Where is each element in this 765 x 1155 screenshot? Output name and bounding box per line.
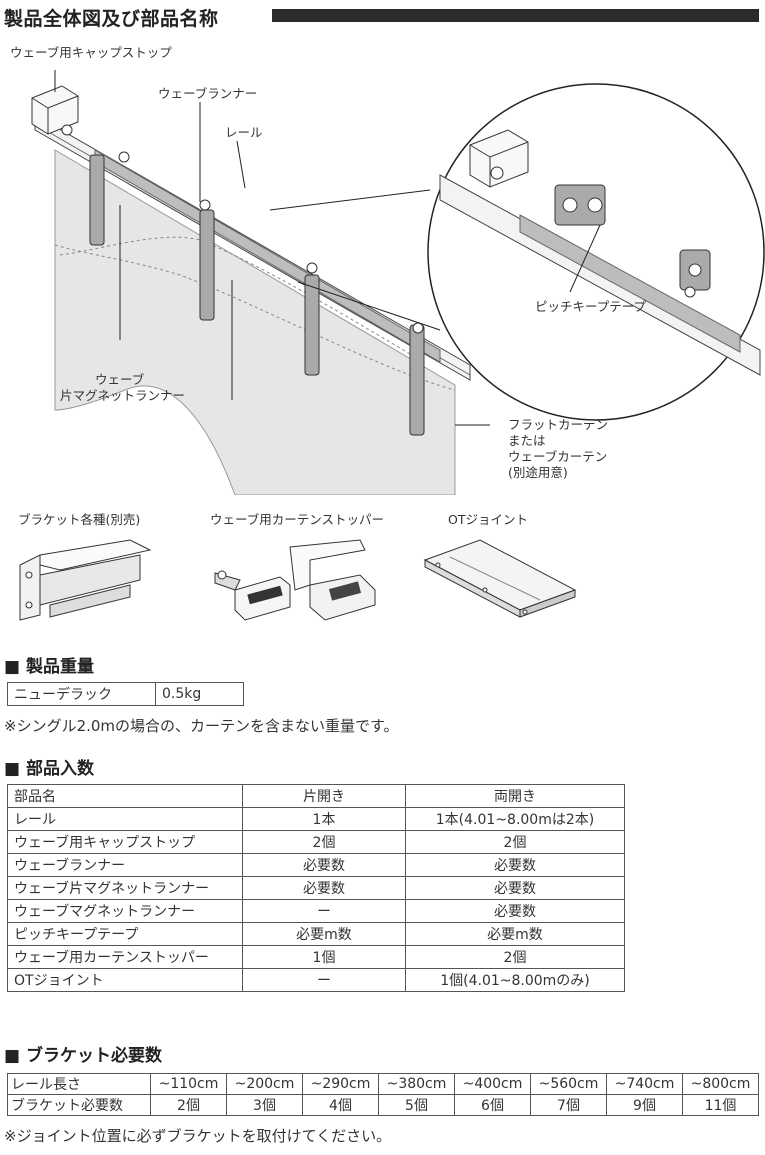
label-ot-joint: OTジョイント (448, 512, 528, 527)
bracket-image (19, 539, 152, 621)
ot-joint-image (423, 539, 577, 618)
cell-length: ~110cm (150, 1073, 227, 1095)
cell-count: 4個 (302, 1094, 379, 1116)
cell-count: 11個 (682, 1094, 759, 1116)
cell-name: ウェーブ片マグネットランナー (7, 876, 243, 900)
label-magnet-runner-line2: 片マグネットランナー (60, 388, 186, 403)
cell-count: 5個 (378, 1094, 455, 1116)
label-curtain-line4: (別途用意) (508, 465, 568, 480)
cell-double: 必要数 (405, 899, 625, 923)
cell-name: ウェーブマグネットランナー (7, 899, 243, 923)
parts-header-row: 部品名 片開き 両開き (7, 784, 625, 808)
cell-double: 1本(4.01~8.00mは2本) (405, 807, 625, 831)
cell-name: ウェーブ用キャップストップ (7, 830, 243, 854)
parts-heading-text: 部品入数 (25, 759, 94, 779)
row-label-length: レール長さ (7, 1073, 151, 1095)
table-row: ウェーブ片マグネットランナー必要数必要数 (7, 876, 625, 900)
cell-count: 2個 (150, 1094, 227, 1116)
bracket-length-row: レール長さ ~110cm ~200cm ~290cm ~380cm ~400cm… (7, 1073, 759, 1095)
cell-name: OTジョイント (7, 968, 243, 992)
label-curtain-line3: ウェーブカーテン (508, 449, 608, 464)
col-double: 両開き (405, 784, 625, 808)
cell-single: 2個 (242, 830, 406, 854)
col-single: 片開き (242, 784, 406, 808)
weight-row: ニューデラック 0.5kg (7, 682, 244, 706)
weight-value: 0.5kg (155, 682, 244, 706)
cell-single: 1個 (242, 945, 406, 969)
cell-name: ウェーブ用カーテンストッパー (7, 945, 243, 969)
cell-double: 2個 (405, 830, 625, 854)
cell-name: ピッチキープテープ (7, 922, 243, 946)
label-rail: レール (225, 125, 263, 140)
cell-count: 9個 (606, 1094, 683, 1116)
cell-length: ~800cm (682, 1073, 759, 1095)
product-diagram (31, 70, 765, 495)
cell-double: 必要m数 (405, 922, 625, 946)
cell-double: 必要数 (405, 876, 625, 900)
bracket-table: レール長さ ~110cm ~200cm ~290cm ~380cm ~400cm… (7, 1073, 759, 1116)
cell-count: 6個 (454, 1094, 531, 1116)
cell-length: ~200cm (226, 1073, 303, 1095)
label-pitch-tape: ピッチキープテープ (535, 299, 647, 314)
label-bracket: ブラケット各種(別売) (18, 512, 141, 527)
row-label-count: ブラケット必要数 (7, 1094, 151, 1116)
col-part-name: 部品名 (7, 784, 243, 808)
parts-heading: ■ 部品入数 (4, 759, 94, 779)
cell-count: 7個 (530, 1094, 607, 1116)
cell-single: 1本 (242, 807, 406, 831)
cell-count: 3個 (226, 1094, 303, 1116)
bracket-heading: ■ ブラケット必要数 (4, 1046, 162, 1066)
cell-single: ー (242, 899, 406, 923)
cell-length: ~560cm (530, 1073, 607, 1095)
cell-name: レール (7, 807, 243, 831)
weight-note: ※シングル2.0mの場合の、カーテンを含まない重量です。 (4, 717, 399, 735)
stopper-image (214, 539, 376, 621)
cell-double: 必要数 (405, 853, 625, 877)
bracket-heading-text: ブラケット必要数 (25, 1046, 162, 1066)
cell-single: 必要数 (242, 853, 406, 877)
label-magnet-runner-line1: ウェーブ (95, 372, 145, 387)
weight-heading-text: 製品重量 (25, 657, 94, 677)
cell-length: ~380cm (378, 1073, 455, 1095)
cell-length: ~740cm (606, 1073, 683, 1095)
cell-length: ~290cm (302, 1073, 379, 1095)
cell-name: ウェーブランナー (7, 853, 243, 877)
label-curtain-line1: フラットカーテン (508, 417, 609, 432)
weight-table: ニューデラック 0.5kg (7, 682, 244, 706)
cell-double: 1個(4.01~8.00mのみ) (405, 968, 625, 992)
cell-double: 2個 (405, 945, 625, 969)
page-title: 製品全体図及び部品名称 (4, 8, 219, 30)
table-row: ウェーブランナー必要数必要数 (7, 853, 625, 877)
weight-heading: ■ 製品重量 (4, 657, 94, 677)
table-row: ウェーブマグネットランナーー必要数 (7, 899, 625, 923)
label-stopper: ウェーブ用カーテンストッパー (210, 512, 385, 527)
label-wave-runner: ウェーブランナー (158, 86, 258, 101)
label-curtain-line2: または (508, 433, 546, 448)
cell-single: 必要m数 (242, 922, 406, 946)
bracket-note: ※ジョイント位置に必ずブラケットを取付けてください。 (4, 1127, 392, 1145)
label-cap-stop: ウェーブ用キャップストップ (10, 45, 172, 60)
table-row: ピッチキープテープ必要m数必要m数 (7, 922, 625, 946)
cell-length: ~400cm (454, 1073, 531, 1095)
bracket-count-row: ブラケット必要数 2個 3個 4個 5個 6個 7個 9個 11個 (7, 1094, 759, 1116)
title-bar (272, 9, 759, 22)
cell-single: ー (242, 968, 406, 992)
cell-single: 必要数 (242, 876, 406, 900)
weight-product: ニューデラック (7, 682, 156, 706)
